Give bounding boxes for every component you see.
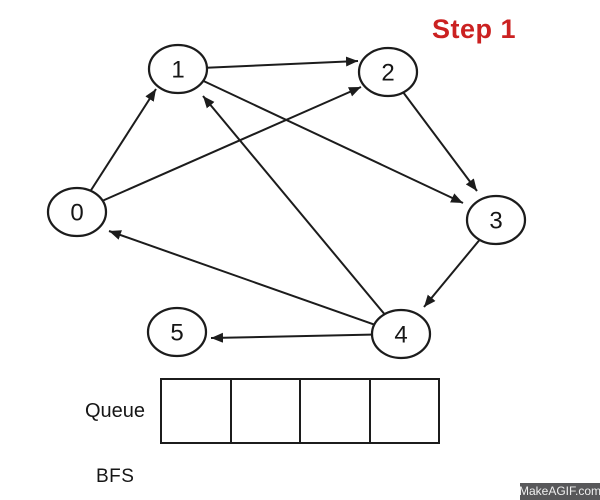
node-label-0: 0 xyxy=(70,200,83,227)
queue-cell-1 xyxy=(231,380,301,442)
queue-label: Queue xyxy=(84,400,145,422)
step-title: Step 1 xyxy=(432,14,517,44)
queue-cell-0 xyxy=(162,380,232,442)
edge-0-to-2 xyxy=(76,86,362,213)
node-circle-3 xyxy=(465,194,527,246)
edge-layer xyxy=(76,56,497,343)
graph-node-0: 0 xyxy=(46,186,108,238)
queue-cell-2 xyxy=(301,380,371,442)
watermark-badge: MakeAGIF.com xyxy=(518,483,600,500)
graph-node-2: 2 xyxy=(357,46,419,98)
queue-cell-3 xyxy=(370,380,438,442)
node-circle-0 xyxy=(46,186,108,238)
algorithm-label: BFS xyxy=(96,466,135,487)
queue-boxes xyxy=(160,378,440,444)
edge-4-to-1 xyxy=(202,95,402,335)
node-label-2: 2 xyxy=(381,60,394,87)
node-label-3: 3 xyxy=(489,208,502,235)
graph-node-4: 4 xyxy=(370,308,432,360)
node-circle-4 xyxy=(370,308,432,360)
node-layer: 0 1 2 3 4 5 xyxy=(46,43,527,360)
node-label-1: 1 xyxy=(171,57,184,84)
graph-node-3: 3 xyxy=(465,194,527,246)
edge-4-to-0 xyxy=(108,230,402,335)
node-label-4: 4 xyxy=(394,322,407,349)
graph-node-1: 1 xyxy=(147,43,209,95)
graph-node-5: 5 xyxy=(146,306,208,358)
node-circle-1 xyxy=(147,43,209,95)
edge-1-to-3 xyxy=(177,68,464,204)
edge-4-to-5 xyxy=(210,332,402,343)
node-circle-5 xyxy=(146,306,208,358)
node-circle-2 xyxy=(357,46,419,98)
node-label-5: 5 xyxy=(170,320,183,347)
